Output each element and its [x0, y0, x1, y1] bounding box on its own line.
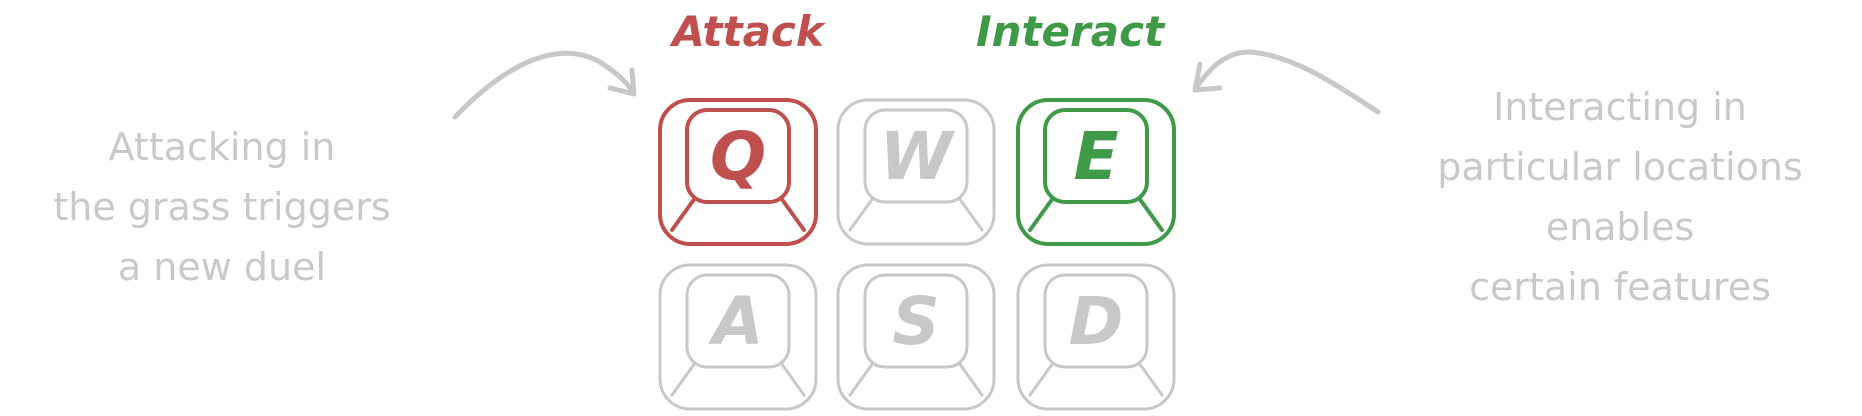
key-face: [1043, 273, 1149, 369]
key-face: [685, 273, 791, 369]
key-bevel-right: [779, 361, 806, 397]
key-face: [1043, 108, 1149, 204]
key-bevel-right: [957, 196, 984, 232]
key-e[interactable]: E: [1016, 98, 1176, 246]
interact-label: Interact: [976, 7, 1166, 56]
key-letter: D: [1069, 283, 1124, 360]
attack-label: Attack: [669, 7, 827, 56]
key-bevel-left: [848, 196, 875, 232]
key-bevel-right: [779, 196, 806, 232]
key-face: [863, 273, 969, 369]
right-note: Interacting in particular locations enab…: [1437, 85, 1803, 309]
key-a[interactable]: A: [658, 263, 818, 411]
key-bevel-left: [1028, 361, 1055, 397]
key-outline: [836, 98, 996, 246]
key-outline: [1016, 98, 1176, 246]
key-bevel-right: [957, 361, 984, 397]
right-note-line-2: particular locations: [1437, 145, 1803, 189]
key-s[interactable]: S: [836, 263, 996, 411]
left-note-line-1: Attacking in: [109, 125, 336, 169]
key-outline: [658, 263, 818, 411]
key-w[interactable]: W: [836, 98, 996, 246]
right-note-line-3: enables: [1546, 205, 1695, 249]
key-bevel-right: [1137, 361, 1164, 397]
key-letter: Q: [710, 118, 766, 195]
key-letter: S: [892, 283, 940, 360]
key-bevel-left: [670, 196, 697, 232]
curved-arrow-left-icon: [1192, 49, 1381, 115]
curved-arrow-right-icon: [452, 50, 637, 120]
right-note-line-1: Interacting in: [1493, 85, 1747, 129]
key-grid: Q W E A S D: [658, 98, 1176, 411]
key-letter: W: [880, 118, 956, 195]
key-d[interactable]: D: [1016, 263, 1176, 411]
key-letter: E: [1073, 118, 1118, 195]
key-outline: [1016, 263, 1176, 411]
key-face: [863, 108, 969, 204]
left-note: Attacking in the grass triggers a new du…: [53, 125, 390, 289]
key-bevel-left: [670, 361, 697, 397]
key-bevel-right: [1137, 196, 1164, 232]
key-bevel-left: [1028, 196, 1055, 232]
right-note-line-4: certain features: [1469, 265, 1771, 309]
left-note-line-2: the grass triggers: [53, 185, 390, 229]
key-face: [685, 108, 791, 204]
key-bevel-left: [848, 361, 875, 397]
key-q[interactable]: Q: [658, 98, 818, 246]
key-letter: A: [707, 283, 763, 360]
left-note-line-3: a new duel: [118, 245, 326, 289]
key-outline: [658, 98, 818, 246]
key-outline: [836, 263, 996, 411]
